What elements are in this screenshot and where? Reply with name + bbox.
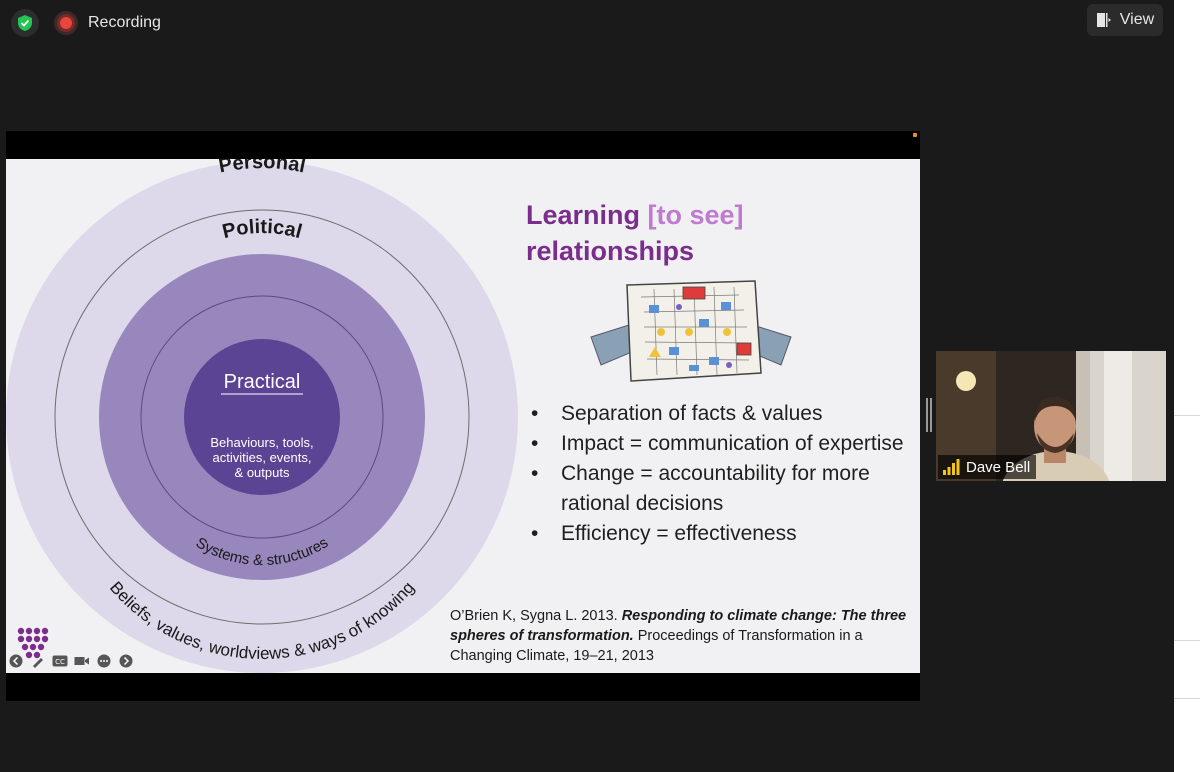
inner-sphere: [184, 339, 340, 495]
svg-text:CC: CC: [55, 658, 65, 666]
title-part-2: relationships: [526, 236, 695, 266]
bullet-item: Separation of facts & values: [526, 399, 916, 429]
bullet-item: Change = accountability for more rationa…: [526, 459, 916, 519]
record-icon: [54, 11, 78, 35]
practical-desc-3: & outputs: [235, 465, 290, 480]
closed-captions-icon[interactable]: CC: [52, 653, 68, 669]
background-window-edge: [1174, 0, 1200, 772]
spheres-diagram: Personal Political Systems & structures …: [6, 159, 518, 673]
citation: O’Brien K, Sygna L. 2013. Responding to …: [450, 606, 910, 666]
practical-label: Practical: [224, 371, 301, 393]
shield-check-icon[interactable]: [11, 9, 39, 37]
view-label: View: [1119, 11, 1155, 28]
recording-indicator[interactable]: Recording: [54, 8, 161, 38]
bullet-item: Impact = communication of expertise: [526, 429, 916, 459]
dot-grid-logo: [17, 627, 49, 659]
practical-desc-1: Behaviours, tools,: [210, 435, 313, 450]
signal-bars-icon: [943, 459, 960, 475]
slide-title: Learning [to see] relationships: [526, 197, 744, 269]
shared-screen: Personal Political Systems & structures …: [6, 131, 920, 701]
next-slide-icon[interactable]: [118, 653, 134, 669]
map-diagram-illustration: [590, 280, 792, 382]
title-part-1: Learning: [526, 200, 648, 230]
pen-tool-icon[interactable]: [30, 653, 46, 669]
outer-guide-line: [54, 209, 470, 625]
more-options-icon[interactable]: [96, 653, 112, 669]
citation-authors: O’Brien K, Sygna L. 2013.: [450, 608, 618, 624]
share-indicator-dot: [913, 133, 917, 137]
view-button[interactable]: View: [1087, 4, 1163, 36]
participant-name-tag: Dave Bell: [938, 455, 1037, 479]
bullet-item: Efficiency = effectiveness: [526, 519, 916, 549]
citation-title: Responding to climate change: The three …: [450, 608, 907, 644]
recording-label: Recording: [88, 14, 161, 31]
participant-name: Dave Bell: [966, 458, 1031, 476]
view-layout-icon: [1096, 13, 1111, 27]
participant-video-tile[interactable]: Dave Bell: [936, 351, 1166, 481]
citation-source: Proceedings of Transformation in a Chang…: [450, 628, 863, 664]
slideshow-toolbar: CC: [8, 653, 134, 669]
bullet-list: Separation of facts & values Impact = co…: [526, 399, 916, 549]
practical-desc-2: activities, events,: [213, 450, 312, 465]
presentation-slide: Personal Political Systems & structures …: [6, 159, 920, 673]
camera-icon[interactable]: [74, 653, 90, 669]
previous-slide-icon[interactable]: [8, 653, 24, 669]
title-bracket: [to see]: [647, 200, 744, 230]
personal-label: Personal: [217, 159, 307, 177]
splitter-handle[interactable]: [926, 398, 932, 432]
middle-guide-line: [140, 295, 384, 539]
